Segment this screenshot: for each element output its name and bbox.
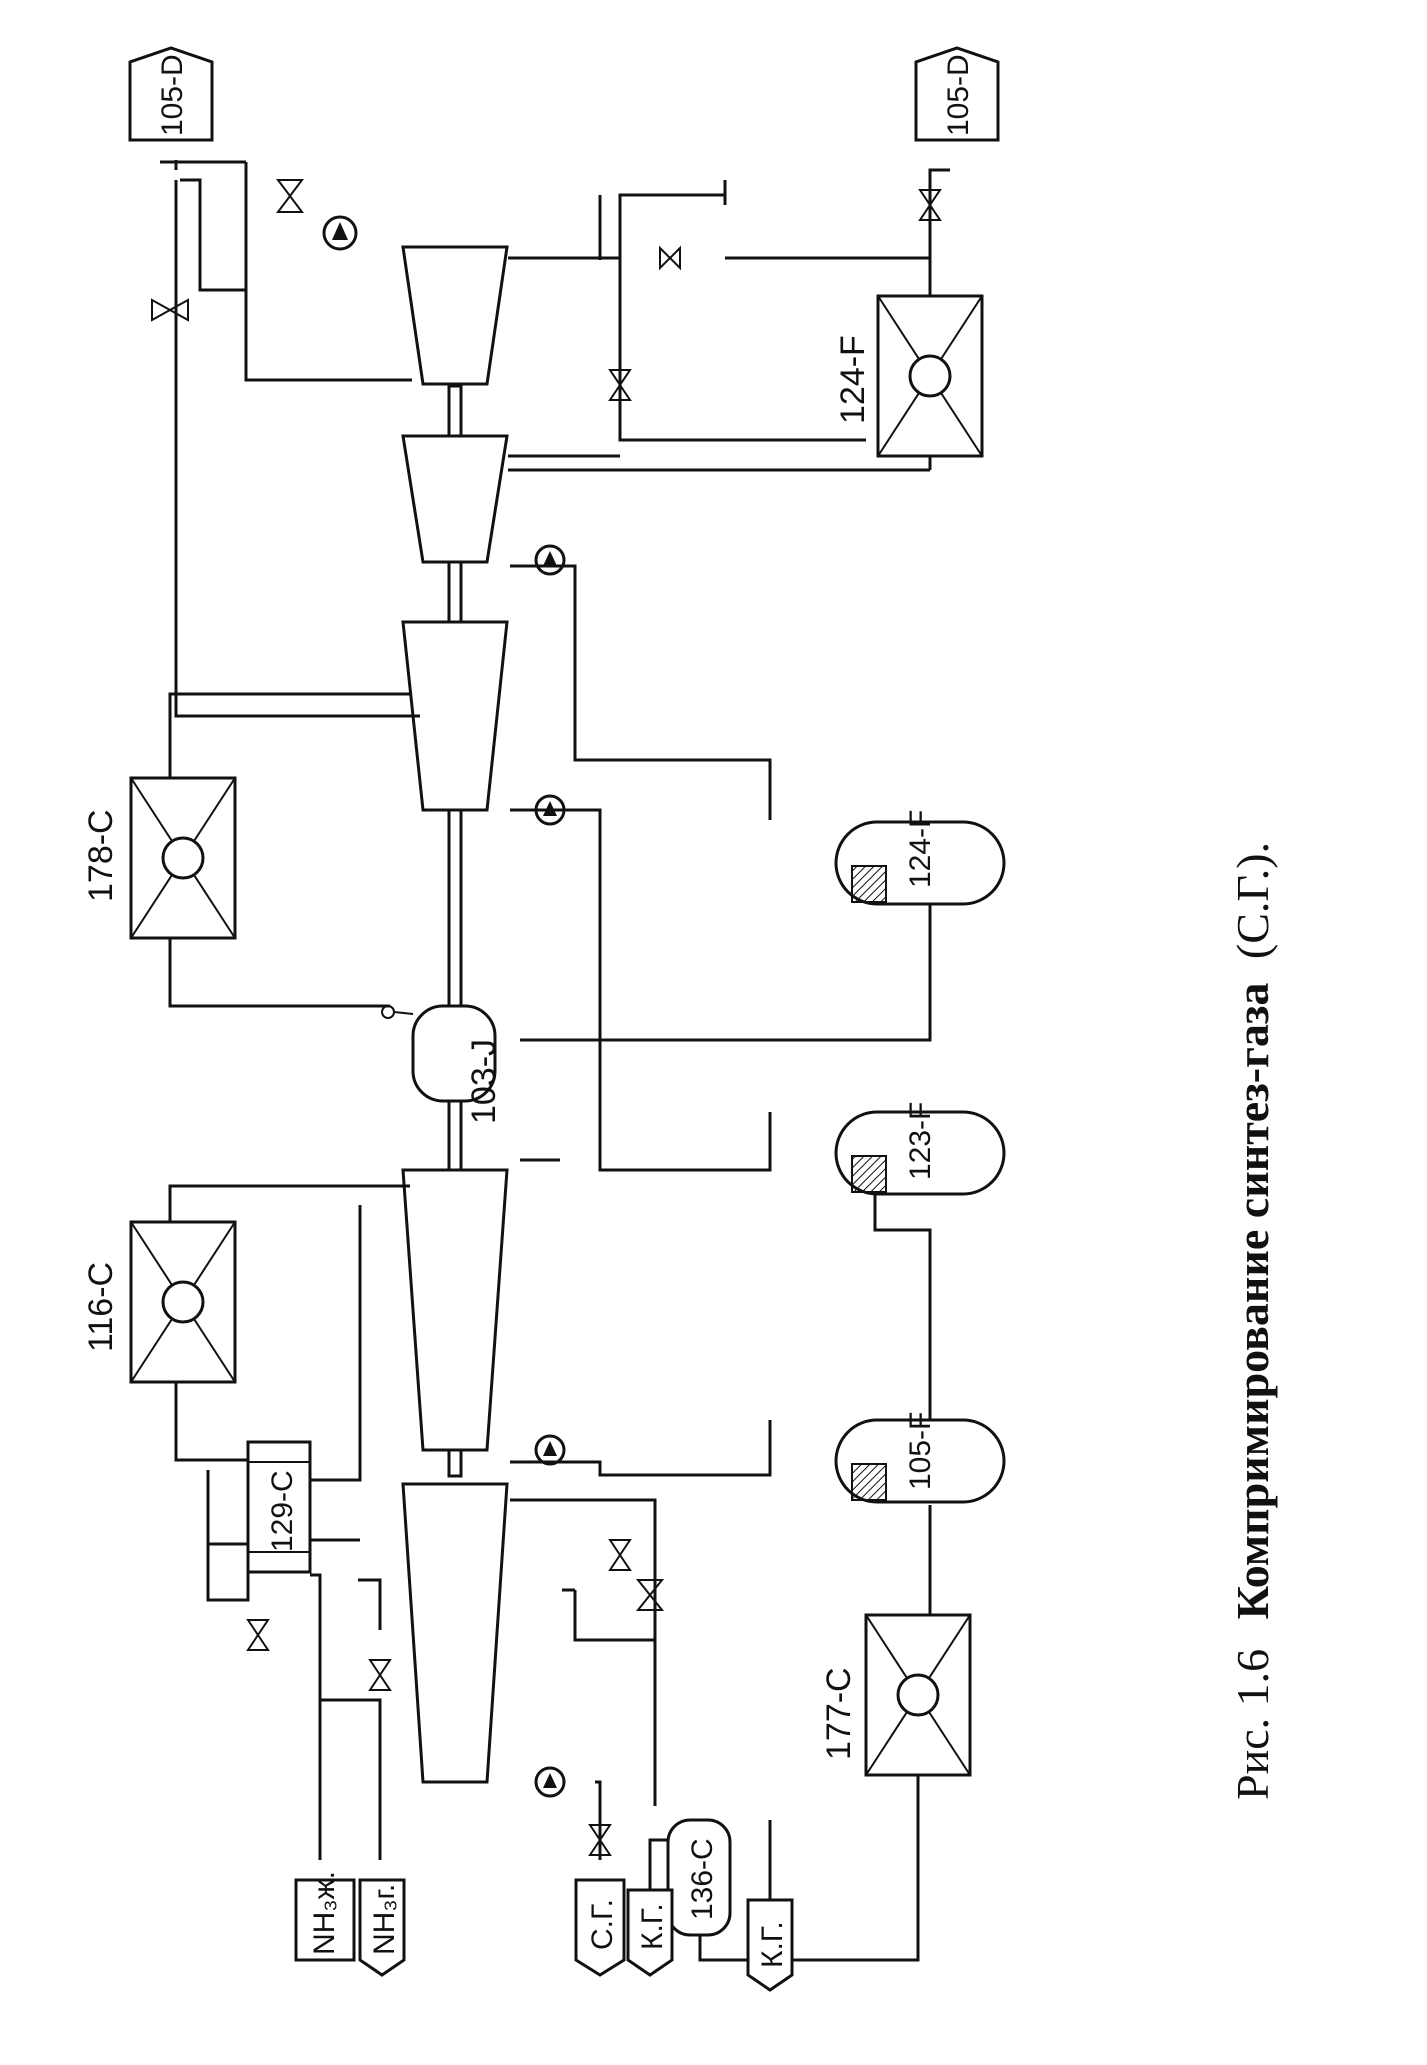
pump-icon [322,215,358,251]
terminal-nh3-gas [358,1878,406,1977]
caption-suffix: (С.Г.). [1227,842,1278,959]
valve-icon [151,298,189,322]
label-136c: 136-С [686,1838,719,1920]
compressor-stage-3 [401,620,509,812]
terminal-nh3-liquid [294,1878,356,1962]
pump-icon [534,1766,566,1798]
tag-kg-2: К.Г. [756,1921,789,1968]
separator-123f [834,1110,1006,1196]
figure-caption: Рис. 1.6 Компримирование синтез-газа (С.… [1227,842,1278,1800]
terminal-kg-1 [626,1888,674,1977]
exchanger-178c [129,776,237,940]
piping [160,160,950,1962]
exchanger-177c [864,1613,972,1777]
valve-icon [635,1579,665,1611]
compressor-stage-1 [401,245,509,386]
label-129c: 129-С [266,1470,299,1552]
tag-105d-top: 105-D [156,54,189,136]
compressor-stage-4 [401,1168,509,1452]
tag-105d-bottom: 105-D [942,54,975,136]
exchanger-124f-top [876,294,984,458]
terminal-105d-bottom [914,46,1000,142]
label-103j: 103-J [465,1039,503,1124]
valve-icon [368,1659,392,1691]
compressor-stage-2 [401,434,509,564]
compressor-stage-5 [401,1482,509,1784]
separator-105f [834,1418,1006,1504]
caption-prefix: Рис. 1.6 [1227,1649,1278,1800]
turbine-103j [381,1004,497,1103]
label-177c: 177-С [820,1667,858,1760]
label-124f: 124-F [904,810,937,888]
caption-title: Компримирование синтез-газа [1227,983,1278,1620]
tag-synthesis-gas: С.Г. [586,1899,619,1950]
tag-nh3-gas: NH₃г. [368,1884,401,1955]
exchanger-116c [129,1220,237,1384]
label-178c: 178-С [82,809,120,902]
label-123f: 123-F [904,1102,937,1180]
valve-icon [608,369,632,401]
pump-icon [534,544,566,576]
valve-icon [276,179,304,213]
label-116c: 116-С [82,1262,120,1352]
tag-nh3-liquid: NH₃ж. [308,1871,341,1955]
terminal-synthesis-gas [574,1878,626,1977]
svg-text:Рис. 1.6 Компримирование: Рис. 1.6 Компримирование синтез-газа (С.… [1227,842,1278,1800]
pump-icon [534,1434,566,1466]
valve-icon [588,1824,612,1856]
separator-124f [834,820,1006,906]
label-105f: 105-F [904,1412,937,1490]
exchanger-129c [246,1440,312,1574]
valve-icon [918,189,942,221]
tag-kg-1: К.Г. [636,1903,669,1950]
valve-icon [246,1619,270,1651]
terminal-kg-2 [746,1898,794,1992]
label-124f-top: 124-F [834,335,872,424]
terminal-105d-top [128,46,214,142]
valve-icon [608,1539,632,1571]
valve-icon [659,245,681,271]
